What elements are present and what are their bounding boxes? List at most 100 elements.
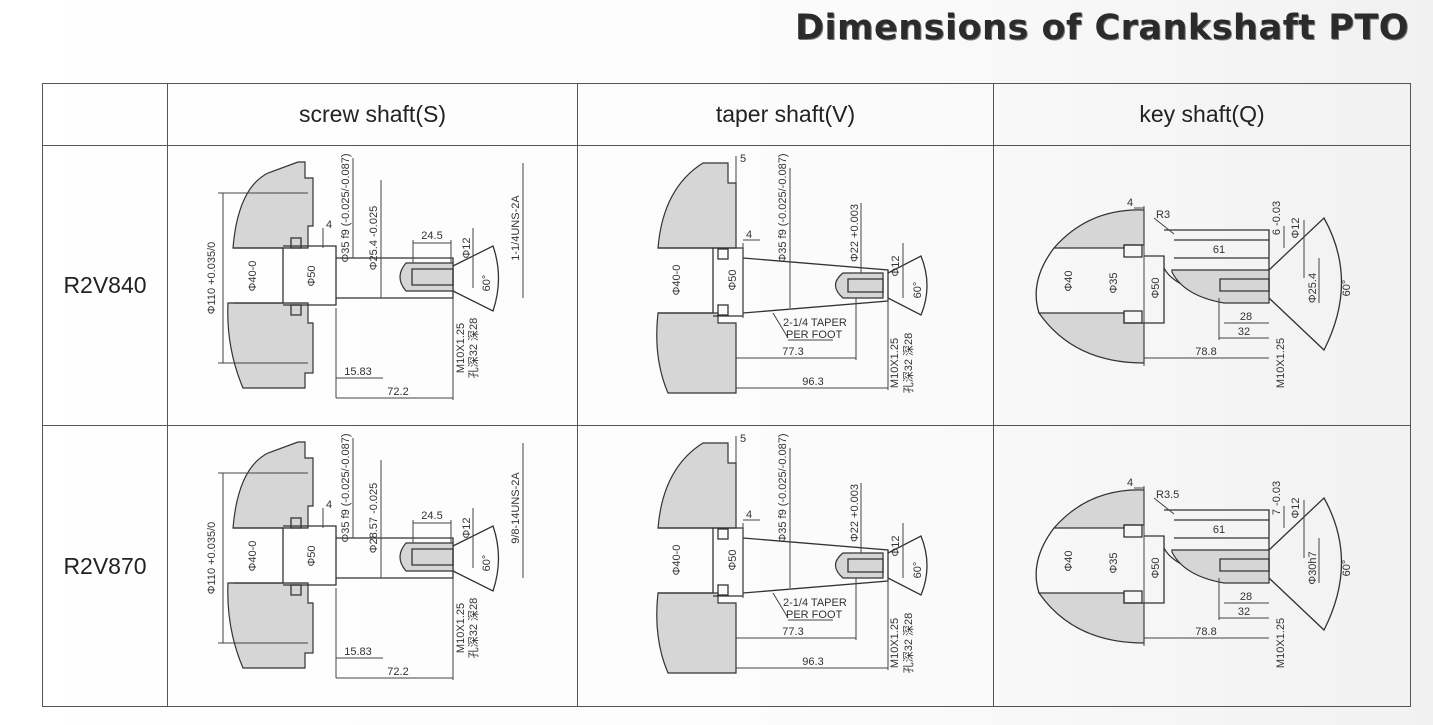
dimension-label: 孔深32 深28 (902, 332, 915, 393)
dimension-label: 4 (1127, 477, 1133, 489)
dimension-label: Φ12 (890, 535, 902, 556)
dimension-label: Φ110 +0.035/0 (206, 241, 218, 314)
dimension-label: Φ35 f9 (-0.025/-0.087) (340, 153, 352, 262)
screw-shaft-drawing: Φ110 +0.035/0 Φ40-0 Φ50 4 Φ35 f9 (-0.025/-0.… (167, 425, 578, 707)
dimension-label: Φ50 (1150, 277, 1162, 298)
dimension-label: 61 (1213, 244, 1225, 256)
header-row: screw shaft(S) taper shaft(V) key shaft(… (42, 83, 1411, 146)
dimension-label: 孔深32 深28 (467, 317, 480, 378)
dimension-label: 5 (740, 433, 746, 445)
dimension-label: Φ50 (1150, 557, 1162, 578)
dimension-label: 孔深32 深28 (467, 598, 480, 659)
dimension-label: PER FOOT (786, 609, 843, 621)
dimension-label: 61 (1213, 524, 1225, 536)
dimension-label: 96.3 (802, 656, 823, 668)
dimension-label: PER FOOT (786, 329, 843, 341)
dimension-label: 孔深32 深28 (902, 613, 915, 674)
dimension-label: Φ35 (1108, 272, 1120, 293)
dimension-label: 7 -0.03 (1271, 481, 1283, 515)
dimension-label: M10X1.25 (455, 603, 467, 653)
dimension-label: 24.5 (421, 510, 442, 522)
dimension-label: 77.3 (782, 626, 803, 638)
dimension-label: Φ50 (306, 545, 318, 566)
dimension-label: 4 (746, 509, 752, 521)
model-name: R2V870 (42, 425, 168, 707)
dimension-label: Φ12 (461, 517, 473, 538)
dimension-label: Φ25.4 (1307, 272, 1319, 302)
dimension-label: M10X1.25 (889, 337, 901, 387)
dimension-label: 72.2 (387, 666, 408, 678)
dimension-label: R3 (1156, 209, 1170, 221)
dimension-label: R3.5 (1156, 489, 1179, 501)
dimension-label: 4 (326, 499, 332, 511)
dimension-label: 60° (912, 562, 924, 579)
dimension-label: 78.8 (1195, 626, 1216, 638)
dimension-label: Φ40-0 (247, 541, 259, 572)
dimension-label: 15.83 (344, 646, 372, 658)
dimension-label: 2-1/4 TAPER (783, 317, 847, 329)
dimension-label: M10X1.25 (1275, 618, 1287, 668)
dimension-label: Φ12 (1290, 217, 1302, 238)
dimension-label: Φ12 (890, 255, 902, 276)
dimension-label: 5 (740, 153, 746, 165)
dimension-label: Φ50 (306, 265, 318, 286)
dimension-label: M10X1.25 (455, 322, 467, 372)
dimension-label: Φ30h7 (1307, 551, 1319, 584)
screw-shaft-svg: Φ110 +0.035/0 Φ40-0 Φ50 4 Φ35 f9 (-0.025/-0.… (206, 433, 524, 680)
dimension-label: 60° (912, 281, 924, 298)
dimension-label: Φ22 +0.003 (849, 484, 861, 542)
dimension-label: Φ35 f9 (-0.025/-0.087) (777, 433, 789, 542)
model-name: R2V840 (42, 145, 168, 426)
dimension-label: Φ110 +0.035/0 (206, 522, 218, 595)
dimension-label: Φ12 (1290, 497, 1302, 518)
dimension-label: 2-1/4 TAPER (783, 597, 847, 609)
dimension-label: Φ40 (1063, 270, 1075, 291)
dimension-label: M10X1.25 (1275, 337, 1287, 387)
dimension-label: 32 (1238, 326, 1250, 338)
dimension-label: Φ50 (727, 269, 739, 290)
screw-shaft-drawing: Φ110 +0.035/0 Φ40-0 Φ50 4 Φ35 f9 (-0.025/-0.… (167, 145, 578, 426)
dimension-label: 4 (1127, 197, 1133, 209)
dimension-label: 9/8-14UNS-2A (510, 472, 522, 544)
dimension-label: Φ40 (1063, 550, 1075, 571)
dimension-label: 60° (1341, 560, 1353, 577)
dimension-label: 96.3 (802, 376, 823, 388)
dimension-label: Φ12 (461, 237, 473, 258)
dimension-label: Φ35 (1108, 552, 1120, 573)
dimension-label: 60° (481, 274, 493, 291)
dimension-label: 60° (481, 555, 493, 572)
dimension-label: 4 (746, 229, 752, 241)
dimension-label: 4 (326, 219, 332, 231)
dimension-label: 60° (1341, 279, 1353, 296)
header-key-shaft: key shaft(Q) (993, 83, 1411, 146)
header-blank-cell (42, 83, 168, 146)
pto-dimensions-table: screw shaft(S) taper shaft(V) key shaft(… (42, 83, 1411, 707)
dimension-label: Φ40-0 (247, 260, 259, 291)
dimension-label: 78.8 (1195, 346, 1216, 358)
dimension-label: Φ40-0 (671, 264, 683, 295)
dimension-label: 72.2 (387, 386, 408, 398)
header-taper-shaft: taper shaft(V) (577, 83, 994, 146)
page-title: Dimensions of Crankshaft PTO (795, 8, 1409, 48)
dimension-label: Φ40-0 (671, 545, 683, 576)
dimension-label: Φ28.57 -0.025 (368, 483, 380, 554)
dimension-label: 15.83 (344, 366, 372, 378)
dimension-label: Φ35 f9 (-0.025/-0.087) (340, 433, 352, 542)
dimension-label: Φ25.4 -0.025 (368, 205, 380, 269)
header-screw-shaft: screw shaft(S) (167, 83, 578, 146)
dimension-label: M10X1.25 (889, 618, 901, 668)
dimension-label: Φ22 +0.003 (849, 203, 861, 261)
dimension-label: 77.3 (782, 346, 803, 358)
dimension-label: 24.5 (421, 230, 442, 242)
dimension-label: Φ50 (727, 549, 739, 570)
dimension-label: 32 (1238, 606, 1250, 618)
